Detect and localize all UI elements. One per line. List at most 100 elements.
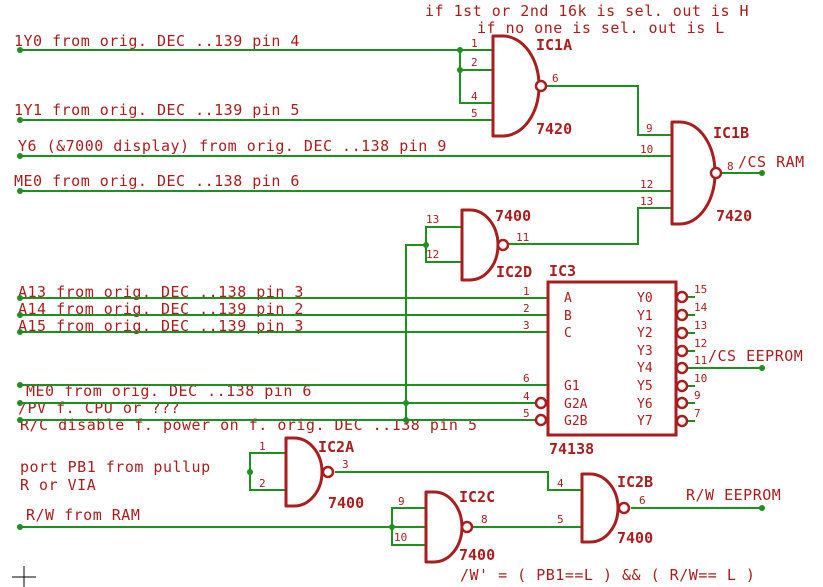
ic3-y5-bubble [675,379,689,393]
ic1b-type: 7420 [716,207,752,225]
terminal-dot [17,153,23,159]
gate-ic2c-body [424,490,464,564]
gate-ic2d-body [460,208,500,282]
ic3-label-g2b: G2B [564,414,588,429]
ic3-label-g1: G1 [564,379,580,394]
ic3-pin-6: 6 [523,372,530,385]
ic3-label-b: B [564,309,572,324]
gate-ic2a: IC2A 7400 1 2 3 [259,436,364,512]
gate-ic2b-body [580,472,620,544]
ic3-y7-bubble [675,414,689,428]
ic2d-type: 7400 [495,207,531,225]
junction-dot [403,400,409,406]
ic3-label-y1: Y1 [637,309,653,324]
label-me0: ME0 from orig. DEC ..138 pin 6 [14,172,300,190]
ic2d-pin-11: 11 [516,231,529,244]
gate-ic1b: IC1B 7420 9 10 12 13 8 [640,120,752,226]
wire-rw-tie [391,507,427,546]
ic3-pin-1: 1 [523,285,530,298]
ic1b-pin-9: 9 [646,122,653,135]
gate-ic2b: IC2B 7400 4 5 6 [557,472,653,547]
origin-crosshair [12,566,36,587]
gate-ic2d: 7400 IC2D 13 12 11 [426,207,532,282]
wire-y-stubs [687,296,695,422]
junction-dot [403,417,409,423]
note-line-1: if 1st or 2nd 16k is sel. out is H [425,2,749,20]
label-1y0: 1Y0 from orig. DEC ..139 pin 4 [14,32,300,50]
gate-ic1a-bubble [534,79,548,93]
gate-ic1b-body [670,120,717,226]
ic3-g2b-bubble [534,413,548,427]
gate-ic2a-body [284,436,324,508]
ic3-label-y5: Y5 [637,379,653,394]
ic2a-pin-1: 1 [259,440,266,453]
ic3-y0-bubble [675,290,689,304]
terminal-dot [17,382,23,388]
gate-ic2a-bubble [321,465,335,479]
wire-pb1-tie [249,452,287,491]
ic2c-type: 7400 [459,546,495,564]
terminal-dot [17,47,23,53]
terminal-dot [17,524,23,530]
wire-1y1-branch [459,69,494,104]
terminal-dot [17,117,23,123]
label-rw-eeprom: R/W EEPROM [686,486,781,504]
ic3-label-y4: Y4 [637,361,653,376]
ic3-y2-bubble [675,326,689,340]
ic3-body [546,280,678,437]
ic3-pin-2: 2 [523,302,530,315]
ic1a-name: IC1A [536,36,572,54]
ic1b-pin-13: 13 [640,195,653,208]
label-a13: A13 from orig. DEC ..138 pin 3 [18,283,304,301]
ic2a-pin-2: 2 [259,477,266,490]
terminal-dot [17,188,23,194]
ic1a-pin-1: 1 [471,37,478,50]
ic3-output-bubbles [675,290,689,428]
ic3-g2a-bubble [534,396,548,410]
ic1b-pin-10: 10 [640,143,653,156]
wires [19,49,763,546]
ic2a-type: 7400 [328,494,364,512]
ic2a-name: IC2A [318,438,354,456]
terminal-dot [759,170,765,176]
note-line-2: if no one is sel. out is L [477,19,725,37]
ic2d-pin-12: 12 [426,248,439,261]
ic3-type: 74138 [549,440,594,458]
ic1b-pin-8: 8 [727,160,734,173]
wire-ic2d-out [503,207,673,245]
terminal-dot [17,312,23,318]
ic3-decoder: IC3 74138 1 2 3 6 4 5 A B C G1 G2A G2B Y… [523,262,708,458]
ic2b-pin-5: 5 [557,513,564,526]
label-pb1-line2: R or VIA [20,476,96,494]
ic3-name: IC3 [549,262,576,280]
ic2b-pin-6: 6 [639,494,646,507]
ic3-y6-bubble [675,396,689,410]
junctions [17,47,765,530]
label-rw-ram: R/W from RAM [26,506,140,524]
ic3-label-y7: Y7 [637,414,653,429]
label-pb1-line1: port PB1 from pullup [20,458,211,476]
junction-dot [389,524,395,530]
junction-dot [457,47,463,53]
ic1b-pin-12: 12 [640,178,653,191]
terminal-dot [17,400,23,406]
gate-ic2c-bubble [460,520,474,534]
ic2b-name: IC2B [617,473,653,491]
ic1a-pin-4: 4 [471,90,478,103]
gate-ic2b-bubble [617,501,631,515]
ic3-pin-12: 12 [694,337,707,350]
label-a15: A15 from orig. DEC ..139 pin 3 [18,317,304,335]
equation: /W' = ( PB1==L ) && ( R/W== L ) [460,566,755,584]
ic1a-pin-2: 2 [471,56,478,69]
ic2c-pin-8: 8 [481,513,488,526]
label-1y1: 1Y1 from orig. DEC ..139 pin 5 [14,101,300,119]
gate-ic1a-body [491,34,541,138]
label-cs-eeprom: /CS EEPROM [708,347,803,365]
gate-ic1b-bubble [709,166,723,180]
ic2c-pin-9: 9 [398,495,405,508]
terminal-dot [17,295,23,301]
ic3-pin-9: 9 [694,389,701,402]
ic3-pin-14: 14 [694,301,708,314]
gate-ic2c: IC2C 7400 9 10 8 [394,488,495,564]
label-rc: R/C disable f. power on f. orig. DEC ..1… [20,416,477,434]
